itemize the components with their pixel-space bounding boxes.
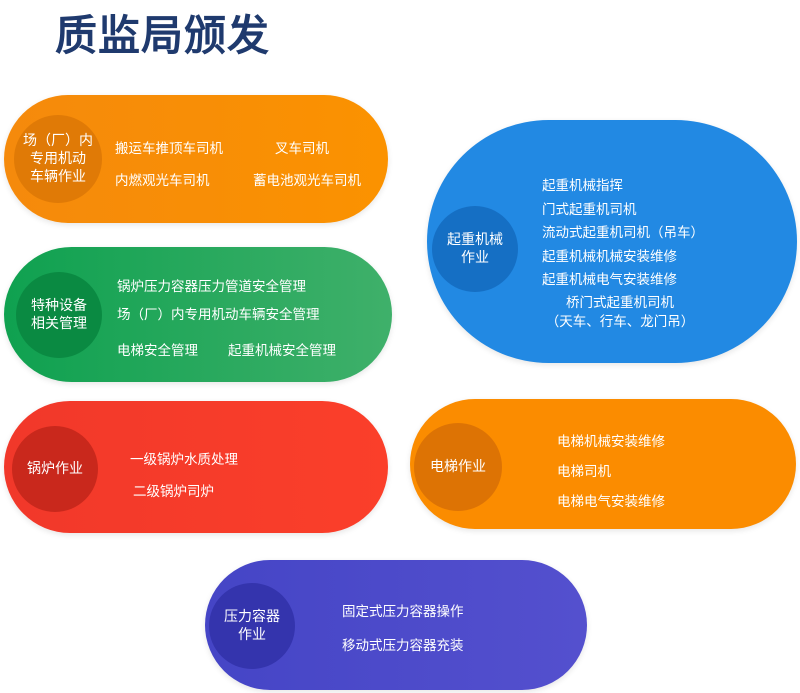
- item-elevator-mechanical-maintenance: 电梯机械安装维修: [557, 434, 665, 450]
- item-boiler-operator: 二级锅炉司炉: [133, 484, 214, 500]
- card-equipment-management-badge: 特种设备 相关管理: [16, 272, 102, 358]
- item-mobile-crane-driver: 流动式起重机司机（吊车）: [542, 225, 704, 241]
- item-vehicle-safety-mgmt: 场（厂）内专用机动车辆安全管理: [117, 307, 320, 323]
- item-crane-safety-mgmt: 起重机械安全管理: [228, 343, 336, 359]
- item-elevator-electrical-maintenance: 电梯电气安装维修: [557, 494, 665, 510]
- item-battery-sightseeing-driver: 蓄电池观光车司机: [253, 173, 361, 189]
- card-vehicle-operation-badge: 场（厂）内 专用机动 车辆作业: [14, 115, 102, 203]
- page-title: 质监局颁发: [55, 11, 271, 60]
- item-crane-mechanical-maintenance: 起重机械机械安装维修: [542, 249, 677, 265]
- item-mobile-vessel-filling: 移动式压力容器充装: [342, 638, 464, 654]
- card-pressure-vessel-operation-badge: 压力容器 作业: [209, 583, 295, 669]
- item-gantry-crane-driver: 门式起重机司机: [542, 202, 637, 218]
- item-boiler-vessel-pipe-mgmt: 锅炉压力容器压力管道安全管理: [117, 279, 306, 295]
- item-bridge-crane-driver: 桥门式起重机司机: [566, 295, 674, 311]
- item-elevator-driver: 电梯司机: [557, 464, 611, 480]
- item-ic-sightseeing-driver: 内燃观光车司机: [115, 173, 210, 189]
- card-boiler-operation-badge: 锅炉作业: [12, 426, 98, 512]
- item-pusher-driver: 搬运车推顶车司机: [115, 141, 223, 157]
- item-boiler-water-treatment: 一级锅炉水质处理: [130, 452, 238, 468]
- card-elevator-operation-badge: 电梯作业: [414, 423, 502, 511]
- card-crane-operation-badge: 起重机械 作业: [432, 206, 518, 292]
- item-forklift-driver: 叉车司机: [275, 141, 329, 157]
- item-crane-electrical-maintenance: 起重机械电气安装维修: [542, 272, 677, 288]
- item-elevator-safety-mgmt: 电梯安全管理: [117, 343, 198, 359]
- item-bridge-crane-note: （天车、行车、龙门吊）: [545, 314, 695, 330]
- item-fixed-vessel-operation: 固定式压力容器操作: [342, 604, 464, 620]
- item-crane-signaller: 起重机械指挥: [542, 178, 623, 194]
